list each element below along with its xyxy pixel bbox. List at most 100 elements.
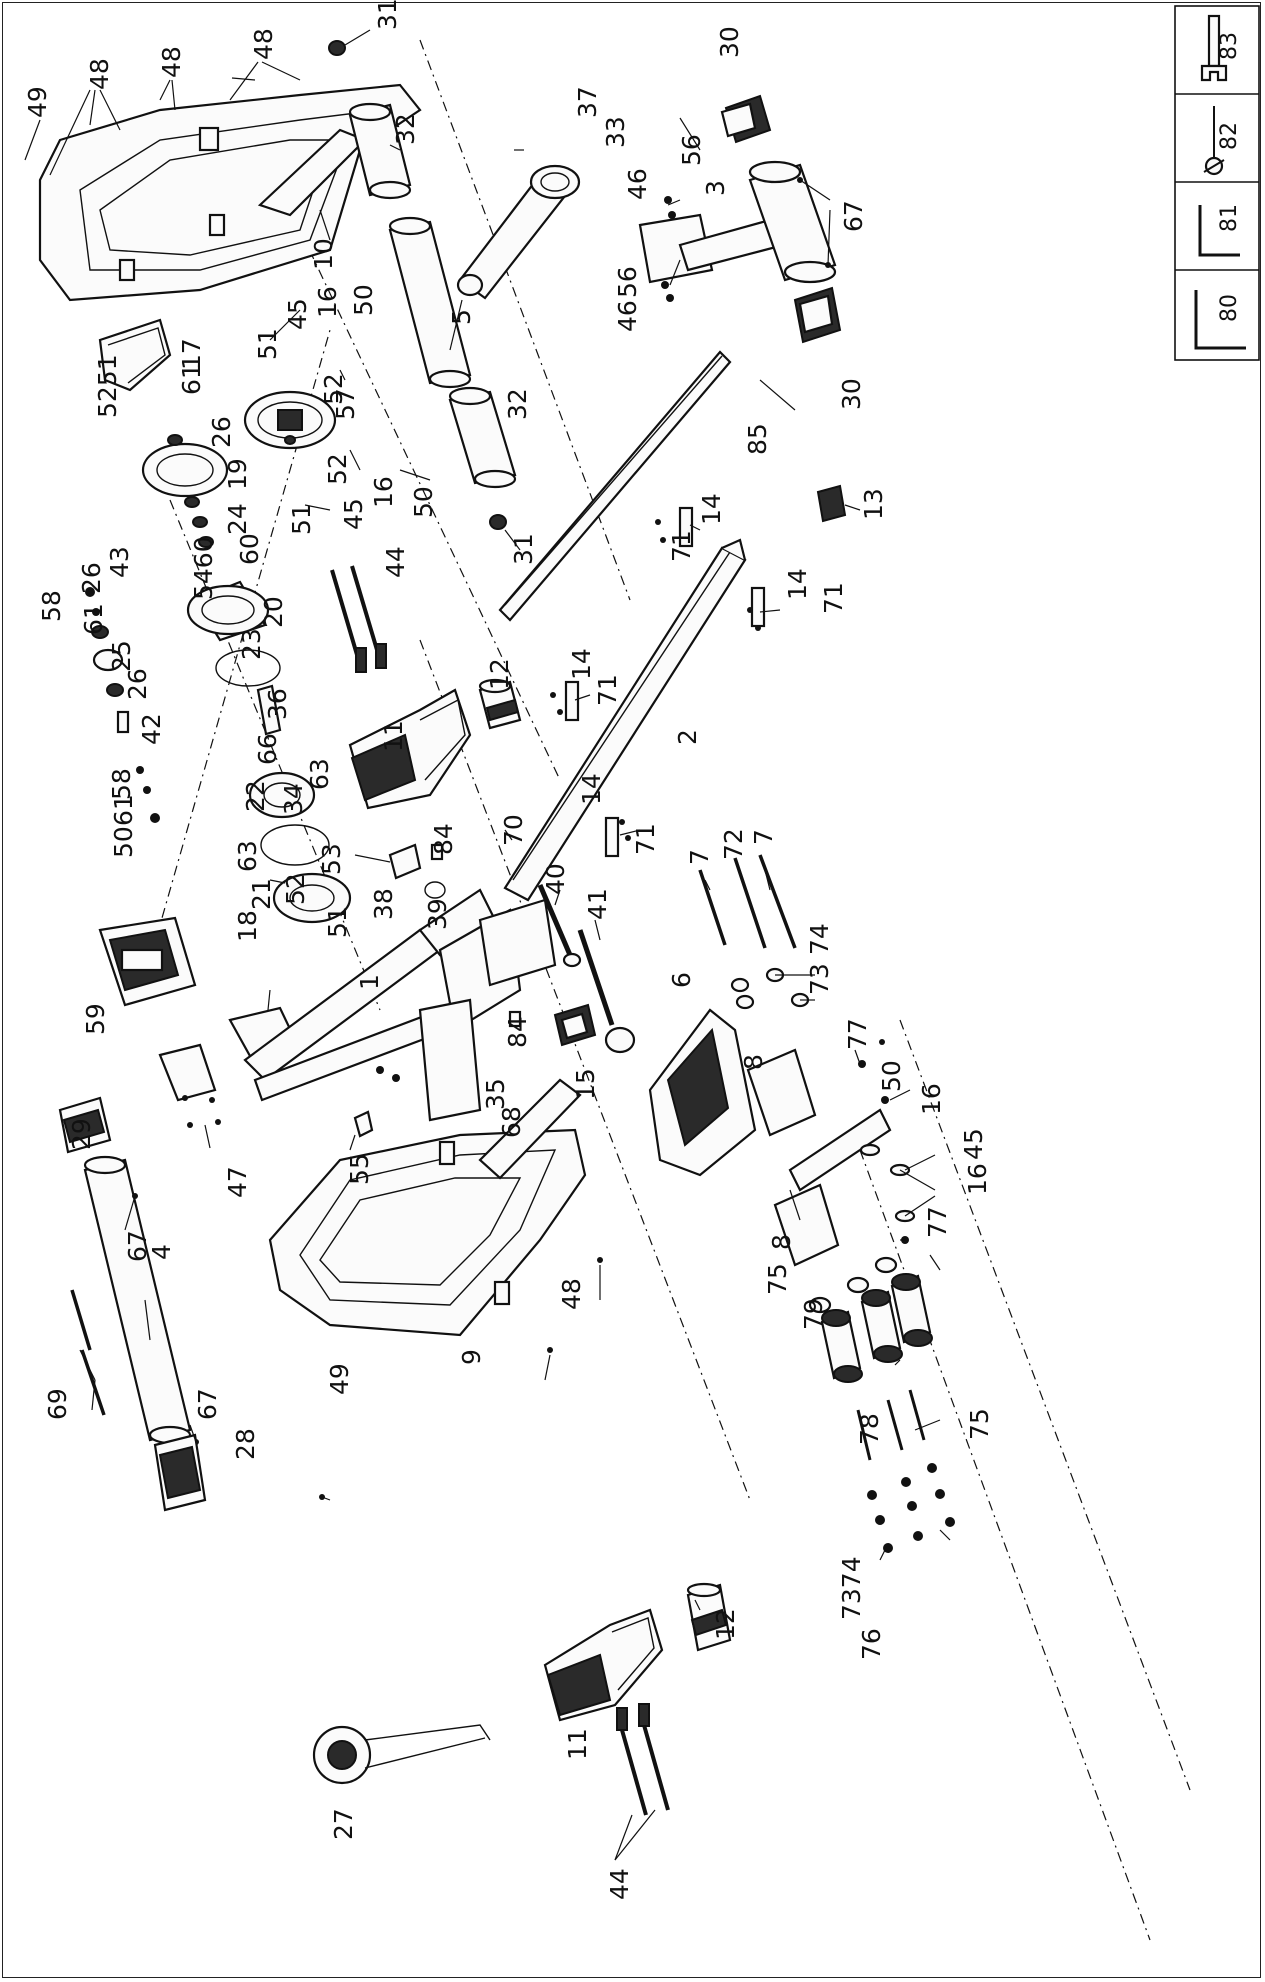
callout: 1 xyxy=(355,974,384,990)
part-11-pedal-lower xyxy=(543,1582,732,1722)
open-wrench-icon xyxy=(1200,14,1228,82)
pins-38-41 xyxy=(388,843,636,1054)
callout: 50 xyxy=(109,826,138,858)
callout: 50 xyxy=(877,1060,906,1092)
callout: 14 xyxy=(577,773,606,805)
callout: 21 xyxy=(247,878,276,910)
callout: 53 xyxy=(317,843,346,875)
callout: 61 xyxy=(79,603,108,635)
callout: 33 xyxy=(601,116,630,148)
callout: 71 xyxy=(819,582,848,614)
callout: 3 xyxy=(701,180,730,196)
callout: 14 xyxy=(783,568,812,600)
callout: 12 xyxy=(485,658,514,690)
part-59-console xyxy=(98,916,197,1007)
callout: 63 xyxy=(233,840,262,872)
callout: 27 xyxy=(329,1808,358,1840)
callout: 44 xyxy=(381,546,410,578)
callout: 57 xyxy=(331,388,360,420)
callout: 67 xyxy=(193,1388,222,1420)
callout: 75 xyxy=(965,1408,994,1440)
callout: 66 xyxy=(253,733,282,765)
callout: 7374 xyxy=(837,1556,866,1620)
wheels-stack xyxy=(808,1256,955,1553)
part-14-brackets xyxy=(550,506,766,858)
callout: 45 xyxy=(339,498,368,530)
callout: 5460 xyxy=(189,536,218,600)
part-1-main-frame xyxy=(158,888,557,1122)
callout: 17 xyxy=(177,338,206,370)
callout: 84 xyxy=(429,823,458,855)
callout: 61 xyxy=(177,363,206,395)
callout: 32 xyxy=(391,113,420,145)
callout: 24 xyxy=(223,503,252,535)
callout: 51 xyxy=(323,906,352,938)
callout: 48 xyxy=(249,28,278,60)
leader-lines xyxy=(24,29,951,1861)
callout: 7 xyxy=(685,849,714,865)
flywheel-stack xyxy=(98,318,352,924)
callout: 32 xyxy=(503,388,532,420)
callout: 11 xyxy=(379,720,408,752)
callout: 6 xyxy=(667,972,696,988)
callout: 61 xyxy=(109,794,138,826)
callout: 48 xyxy=(157,46,186,78)
callout: 29 xyxy=(67,1118,96,1150)
callout: 9 xyxy=(457,1349,486,1365)
callout: 35 xyxy=(481,1078,510,1110)
callout: 74 xyxy=(805,923,834,955)
tool-number-83: 83 xyxy=(1217,32,1242,60)
callout: 51 xyxy=(253,328,282,360)
callout: 16 xyxy=(313,286,342,318)
callout: 5 xyxy=(447,309,476,325)
callout: 44 xyxy=(605,1868,634,1900)
callout: 75 xyxy=(763,1263,792,1295)
part-3-rear-stabilizer xyxy=(638,94,842,344)
callout: 48 xyxy=(85,58,114,90)
callout: 77 xyxy=(843,1018,872,1050)
callout: 45 xyxy=(959,1128,988,1160)
callout: 69 xyxy=(43,1388,72,1420)
part-85-rail xyxy=(498,350,732,622)
callout: 47 xyxy=(223,1166,252,1198)
callout: 37 xyxy=(573,86,602,118)
callout: 84 xyxy=(503,1016,532,1048)
part-10-side-cover xyxy=(38,83,422,302)
callout: 14 xyxy=(567,648,596,680)
part-5-tube-upper xyxy=(328,40,517,530)
part-44-bolts-lower xyxy=(616,1703,670,1816)
callout: 71 xyxy=(667,530,696,562)
callout: 42 xyxy=(137,713,166,745)
callout: 31 xyxy=(509,533,538,565)
callout: 49 xyxy=(325,1363,354,1395)
part-4-front-stabilizer xyxy=(58,1096,207,1512)
callout: 71 xyxy=(593,674,622,706)
callout: 11 xyxy=(563,1728,592,1760)
callout: 40 xyxy=(541,863,570,895)
part-13-clip xyxy=(816,484,847,523)
callout: 12 xyxy=(711,1608,740,1640)
callout: 10 xyxy=(309,238,338,270)
callout: 30 xyxy=(715,26,744,58)
callout: 46 xyxy=(613,300,642,332)
callout: 2 xyxy=(673,729,702,745)
part-11-pedal-upper xyxy=(348,688,472,810)
callout: 5251 xyxy=(93,354,122,418)
callout: 50 xyxy=(409,486,438,518)
callout: 85 xyxy=(743,423,772,455)
part-84-bushings xyxy=(430,843,522,1028)
callout: 72 xyxy=(719,828,748,860)
l-hex-key-icon xyxy=(1194,290,1246,350)
callout: 56 xyxy=(613,266,642,298)
callout: 13 xyxy=(859,488,888,520)
cross-wrench-icon xyxy=(1203,106,1225,176)
callout: 43 xyxy=(105,546,134,578)
callout: 58 xyxy=(37,590,66,622)
small-axle-parts xyxy=(85,587,160,823)
callout: 50 xyxy=(349,284,378,316)
callout: 16 xyxy=(369,476,398,508)
part-8-brackets xyxy=(746,1039,916,1267)
callout: 55 xyxy=(345,1153,374,1185)
callout: 16 xyxy=(963,1163,992,1195)
